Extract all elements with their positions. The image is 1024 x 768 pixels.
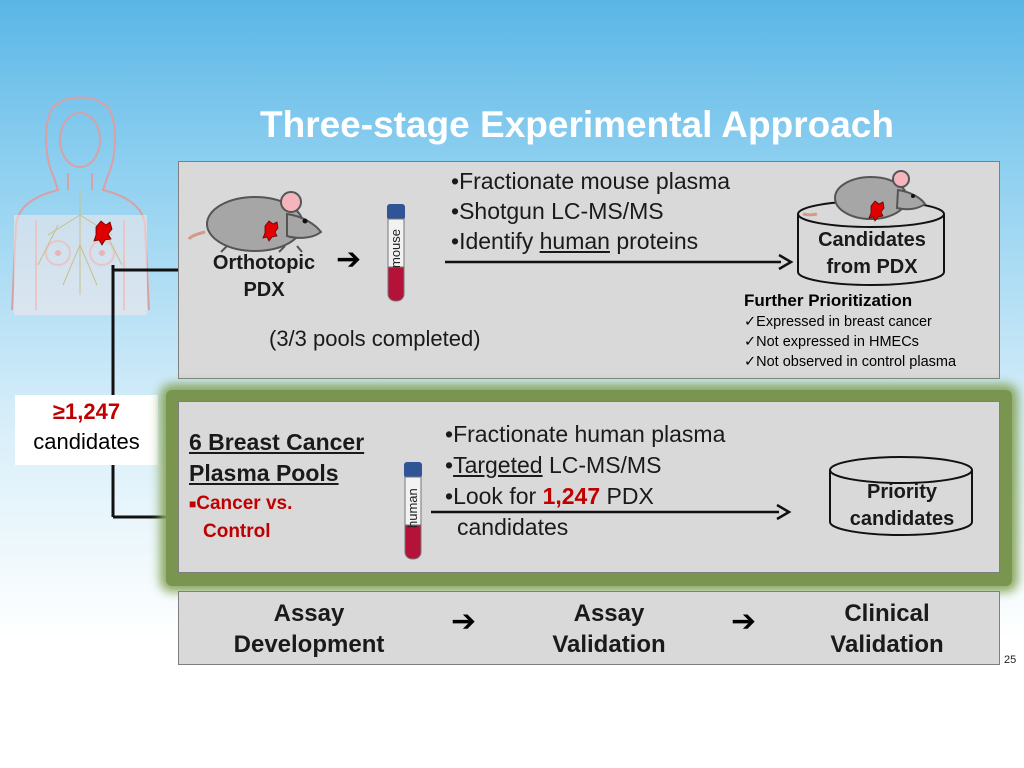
pools-status: (3/3 pools completed)	[269, 326, 481, 351]
stage2-sublabel: ■Cancer vs. Control	[189, 493, 293, 543]
prioritization-item: ✓Expressed in breast cancer	[744, 314, 932, 330]
stage2-long-arrow	[431, 503, 792, 521]
stage1-bullet-1: •Fractionate mouse plasma	[451, 168, 731, 194]
stage1-long-arrow	[445, 253, 794, 271]
arrow-right-icon: ➔	[451, 605, 477, 638]
stage2-bullet-2: •Targeted LC-MS/MS	[445, 452, 662, 478]
stage1-panel: Orthotopic PDX ➔ mouse •Fractionate mous…	[178, 161, 1000, 379]
stage2-source: 6 Breast Cancer Plasma Pools	[189, 429, 365, 486]
candidates-callout: ≥1,247 candidates	[15, 395, 158, 465]
prioritization-item: ✓Not observed in control plasma	[744, 354, 957, 370]
patient-figure-icon	[11, 96, 150, 315]
source-label-pdx: Orthotopic PDX	[212, 252, 316, 301]
arrow-right-icon: ➔	[731, 605, 757, 638]
arrow-right-icon: ➔	[336, 243, 362, 276]
mouse-blood-tube-icon	[387, 204, 405, 302]
mouse-icon	[187, 191, 323, 253]
prioritization-item: ✓Not expressed in HMECs	[744, 334, 919, 350]
stage2-bullet-3: •Look for 1,247 PDX	[445, 483, 654, 509]
stage1-bullet-2: •Shotgun LC-MS/MS	[451, 198, 664, 224]
tube-label: human	[405, 488, 420, 528]
human-blood-tube-icon	[404, 462, 422, 560]
stage1-bullet-3: •Identify human proteins	[451, 228, 699, 254]
candidates-from-pdx-label: Candidates from PDX	[818, 229, 926, 278]
stage2-bullet-3-cont: candidates	[457, 514, 569, 540]
priority-cylinder-icon	[829, 456, 973, 536]
page-number: 25	[1004, 654, 1017, 666]
prioritization-title: Further Prioritization	[744, 291, 913, 310]
tube-label: mouse	[388, 228, 403, 268]
priority-candidates-label: Priority candidates	[849, 481, 955, 530]
page-title: Three-stage Experimental Approach	[260, 104, 894, 145]
stage2-bullet-1: •Fractionate human plasma	[445, 421, 726, 447]
candidates-cylinder-icon	[797, 170, 945, 286]
stage2-panel: 6 Breast Cancer Plasma Pools ■Cancer vs.…	[178, 401, 1000, 573]
